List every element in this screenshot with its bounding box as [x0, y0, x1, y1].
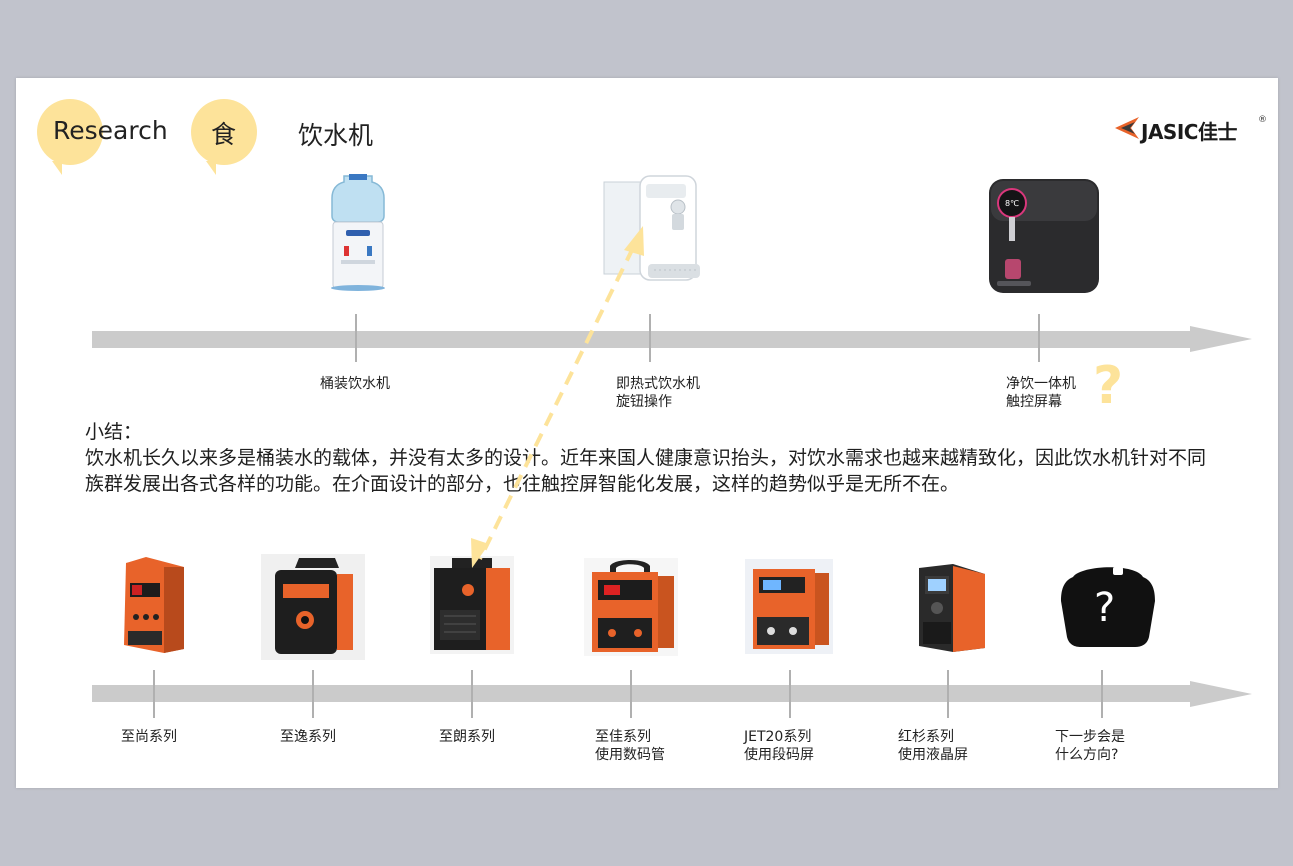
- bottom-label-4: 至佳系列 使用数码管: [595, 729, 665, 763]
- bottom-label-2: 至逸系列: [280, 729, 336, 745]
- jasic-logo: JASIC佳士 ®: [1113, 115, 1268, 144]
- top-label-purifier: 净饮一体机 触控屏幕: [1006, 376, 1076, 410]
- top-tick-2: [649, 314, 651, 362]
- research-bubble-tail: [52, 161, 62, 175]
- top-tick-1: [355, 314, 357, 362]
- purifier-dispenser-image: 8℃: [989, 179, 1099, 293]
- bottom-timeline-arrow: [1190, 681, 1252, 707]
- bottom-label-5: JET20系列 使用段码屏: [744, 729, 814, 763]
- research-bubble: [37, 99, 103, 165]
- bottom-label-7: 下一步会是 什么方向?: [1055, 729, 1125, 763]
- summary-block: 小结： 饮水机长久以来多是桶装水的载体，并没有太多的设计。近年来国人健康意识抬头…: [85, 419, 1215, 497]
- bottom-tick-3: [471, 670, 473, 718]
- top-tick-3: [1038, 314, 1040, 362]
- top-label-instant: 即热式饮水机 旋钮操作: [616, 376, 700, 410]
- slide: Research 食 饮水机 JASIC佳士 ® 8℃: [16, 78, 1278, 788]
- welder-zhilang-image: [430, 556, 514, 654]
- category-label: 食: [211, 120, 237, 149]
- page-title: 饮水机: [298, 121, 374, 150]
- logo-text: JASIC佳士: [1141, 120, 1237, 144]
- unknown-product-question-mark: ?: [1094, 585, 1116, 631]
- top-timeline-bar: [92, 331, 1192, 348]
- research-label: Research: [53, 116, 168, 145]
- bottom-tick-7: [1101, 670, 1103, 718]
- bottom-tick-2: [312, 670, 314, 718]
- question-mark-icon: ?: [1093, 356, 1124, 416]
- bottled-water-dispenser-image: [331, 174, 385, 291]
- instant-hot-dispenser-image: [603, 175, 700, 281]
- top-timeline-arrow: [1190, 326, 1252, 352]
- bottom-tick-1: [153, 670, 155, 718]
- bottom-label-3: 至朗系列: [439, 729, 495, 745]
- category-bubble: [191, 99, 257, 165]
- bottom-label-6: 红杉系列 使用液晶屏: [898, 729, 968, 763]
- welder-jet20-image: [745, 559, 833, 654]
- bottom-tick-6: [947, 670, 949, 718]
- welder-zhishang-image: [124, 557, 184, 653]
- bottom-timeline-bar: [92, 685, 1192, 702]
- unknown-next-product-image: [1061, 567, 1155, 647]
- bottom-tick-5: [789, 670, 791, 718]
- category-bubble-tail: [206, 161, 216, 175]
- bottom-tick-4: [630, 670, 632, 718]
- welder-zhiyi-image: [261, 554, 365, 660]
- bottom-label-1: 至尚系列: [121, 729, 177, 745]
- welder-zhijia-image: [584, 558, 678, 656]
- jasic-logo-mark-icon: [1115, 117, 1139, 139]
- summary-body: 饮水机长久以来多是桶装水的载体，并没有太多的设计。近年来国人健康意识抬头，对饮水…: [85, 447, 1207, 495]
- logo-registered-mark: ®: [1258, 115, 1267, 125]
- top-label-bottled: 桶装饮水机: [320, 376, 390, 392]
- svg-text:8℃: 8℃: [1005, 199, 1019, 208]
- summary-title: 小结：: [85, 421, 143, 443]
- welder-hongshan-image: [919, 564, 985, 652]
